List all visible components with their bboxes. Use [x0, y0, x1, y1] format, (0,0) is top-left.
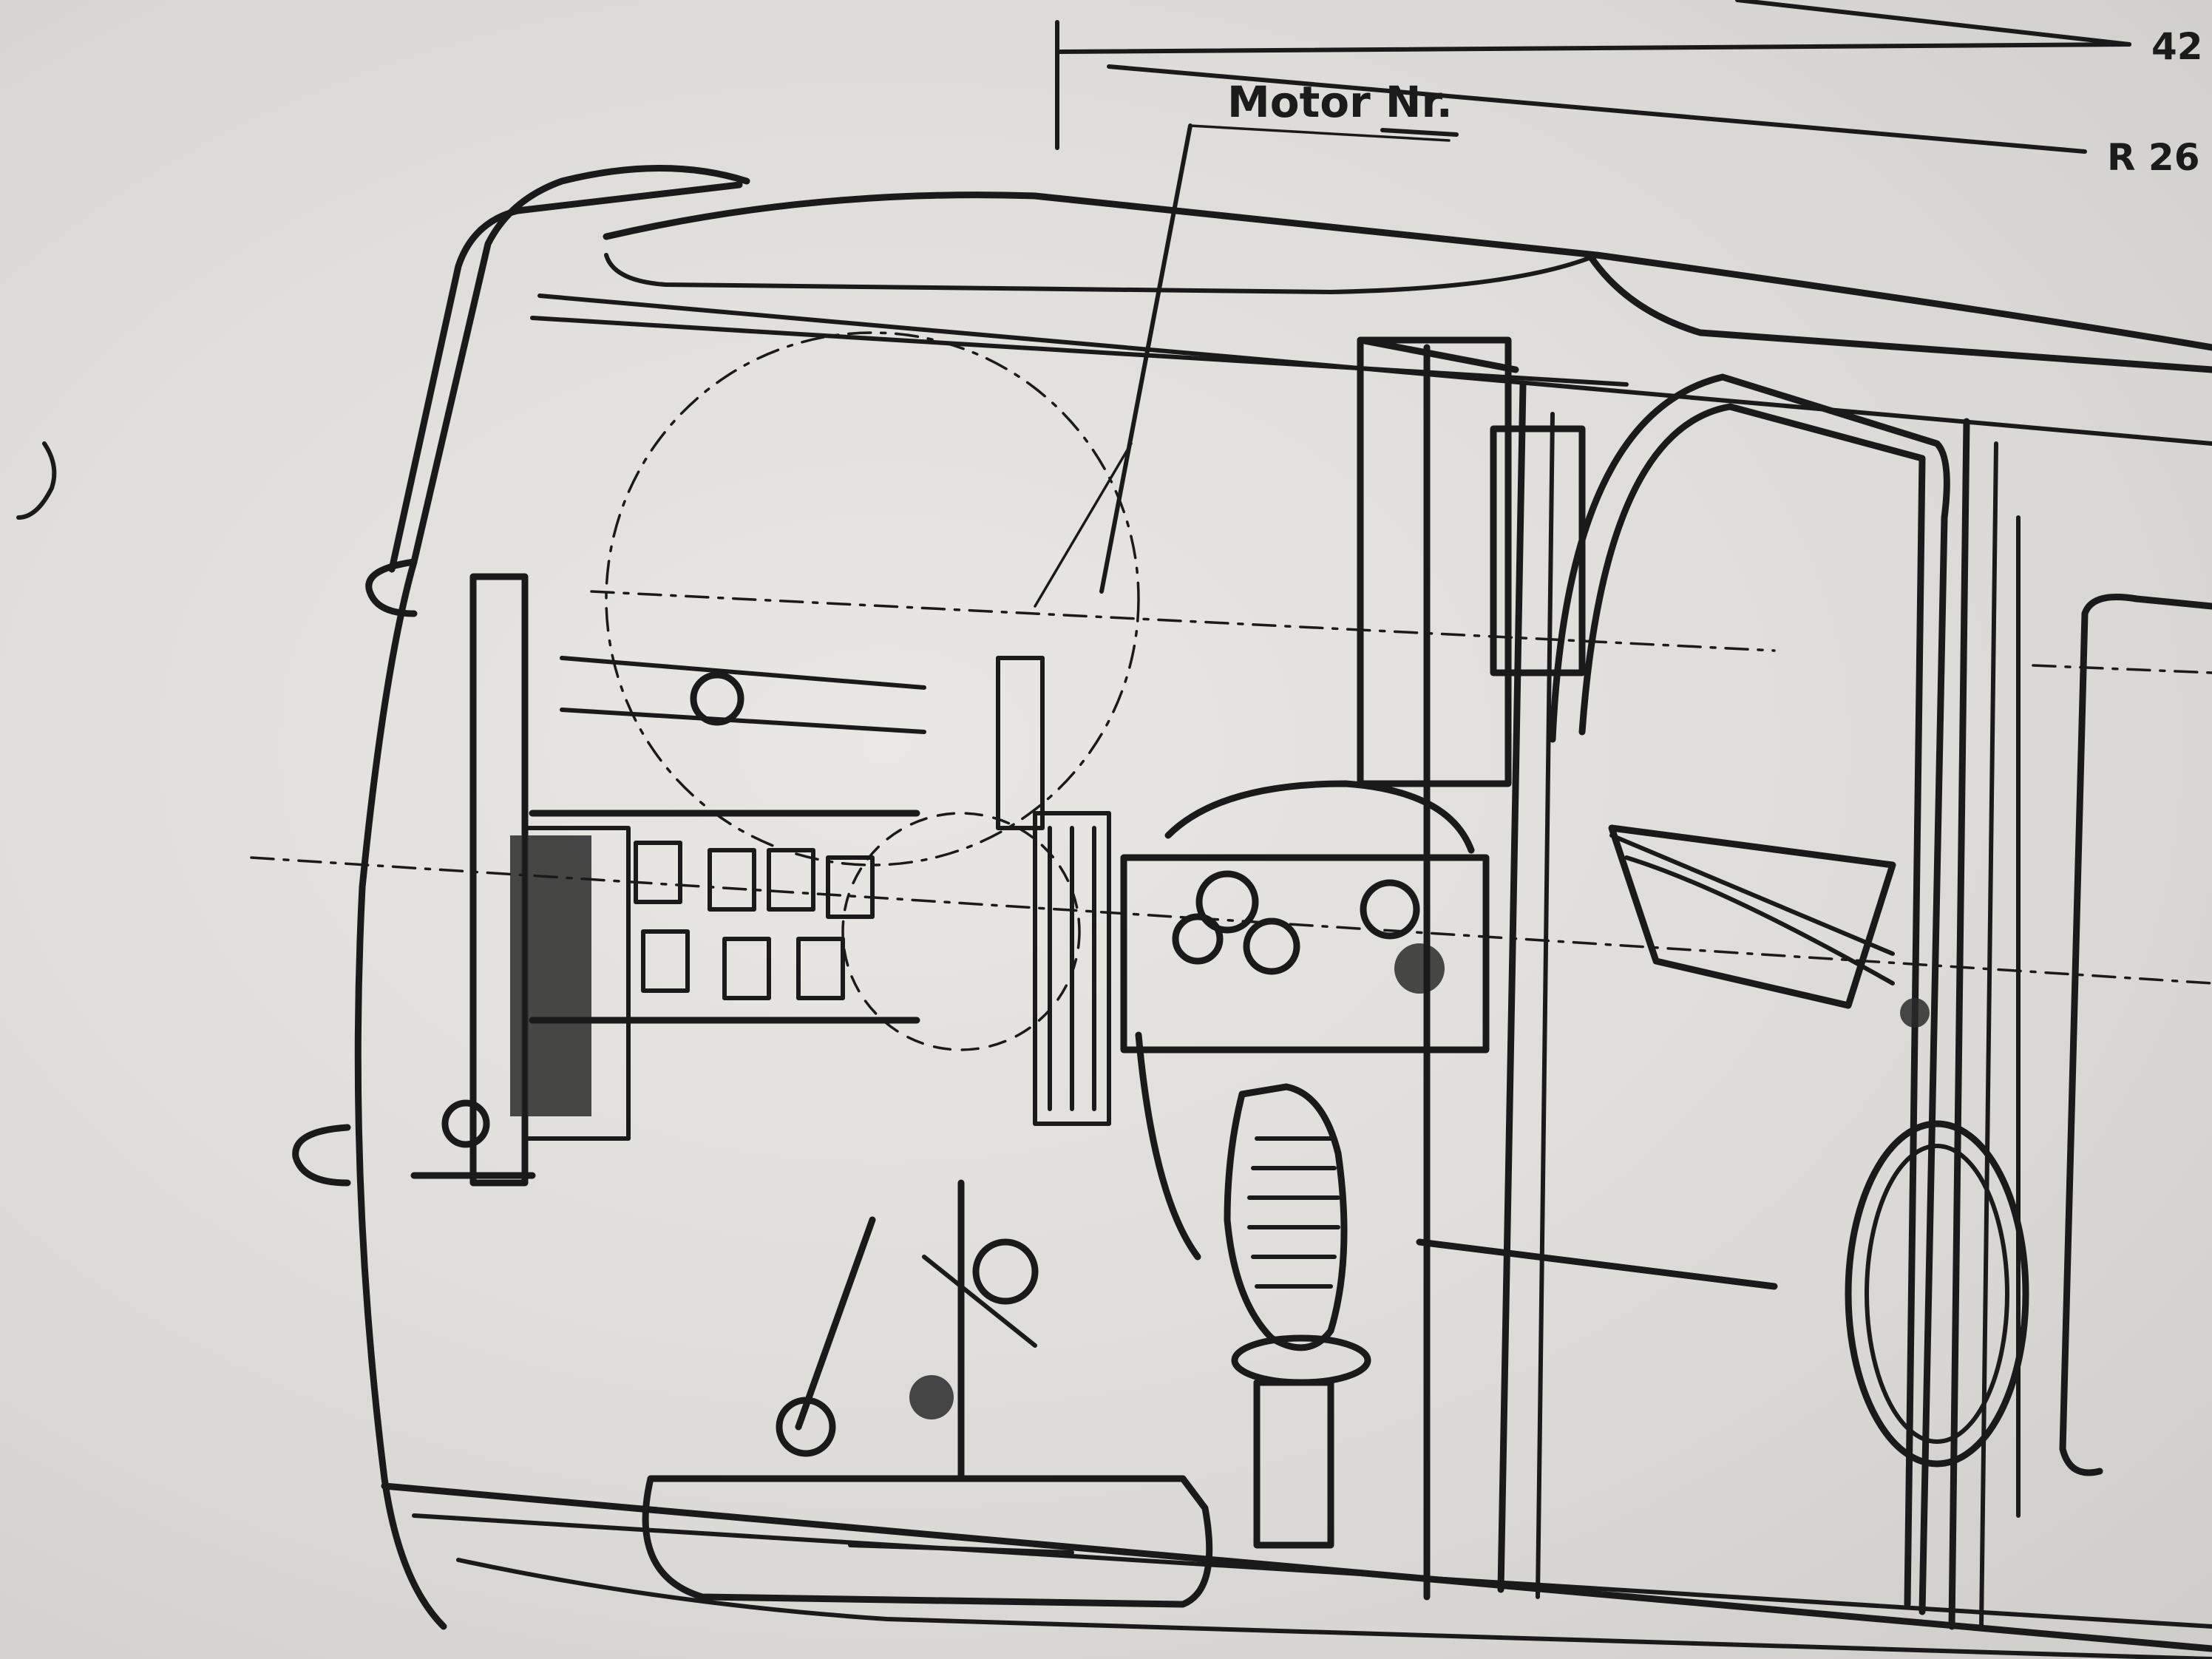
transmission	[1135, 1031, 1371, 1549]
engine-block	[996, 336, 1519, 1126]
front-frame	[410, 573, 926, 1187]
firewall	[1423, 344, 1586, 1601]
door-opening	[1549, 373, 1998, 1630]
fuel-tank	[642, 1475, 1213, 1608]
rear-panel	[2016, 515, 2212, 1518]
seat	[1416, 824, 2029, 1468]
motor-number-label: Motor Nr.	[1227, 77, 1453, 127]
construction-circles	[250, 331, 2212, 1051]
dimension-lines	[1034, 0, 2131, 608]
dimension-label-top: 42	[2151, 25, 2203, 68]
radius-dimension-label: R 26	[2107, 136, 2200, 179]
steering-linkage	[776, 1179, 1039, 1482]
vehicle-body-outline	[16, 165, 2212, 1659]
